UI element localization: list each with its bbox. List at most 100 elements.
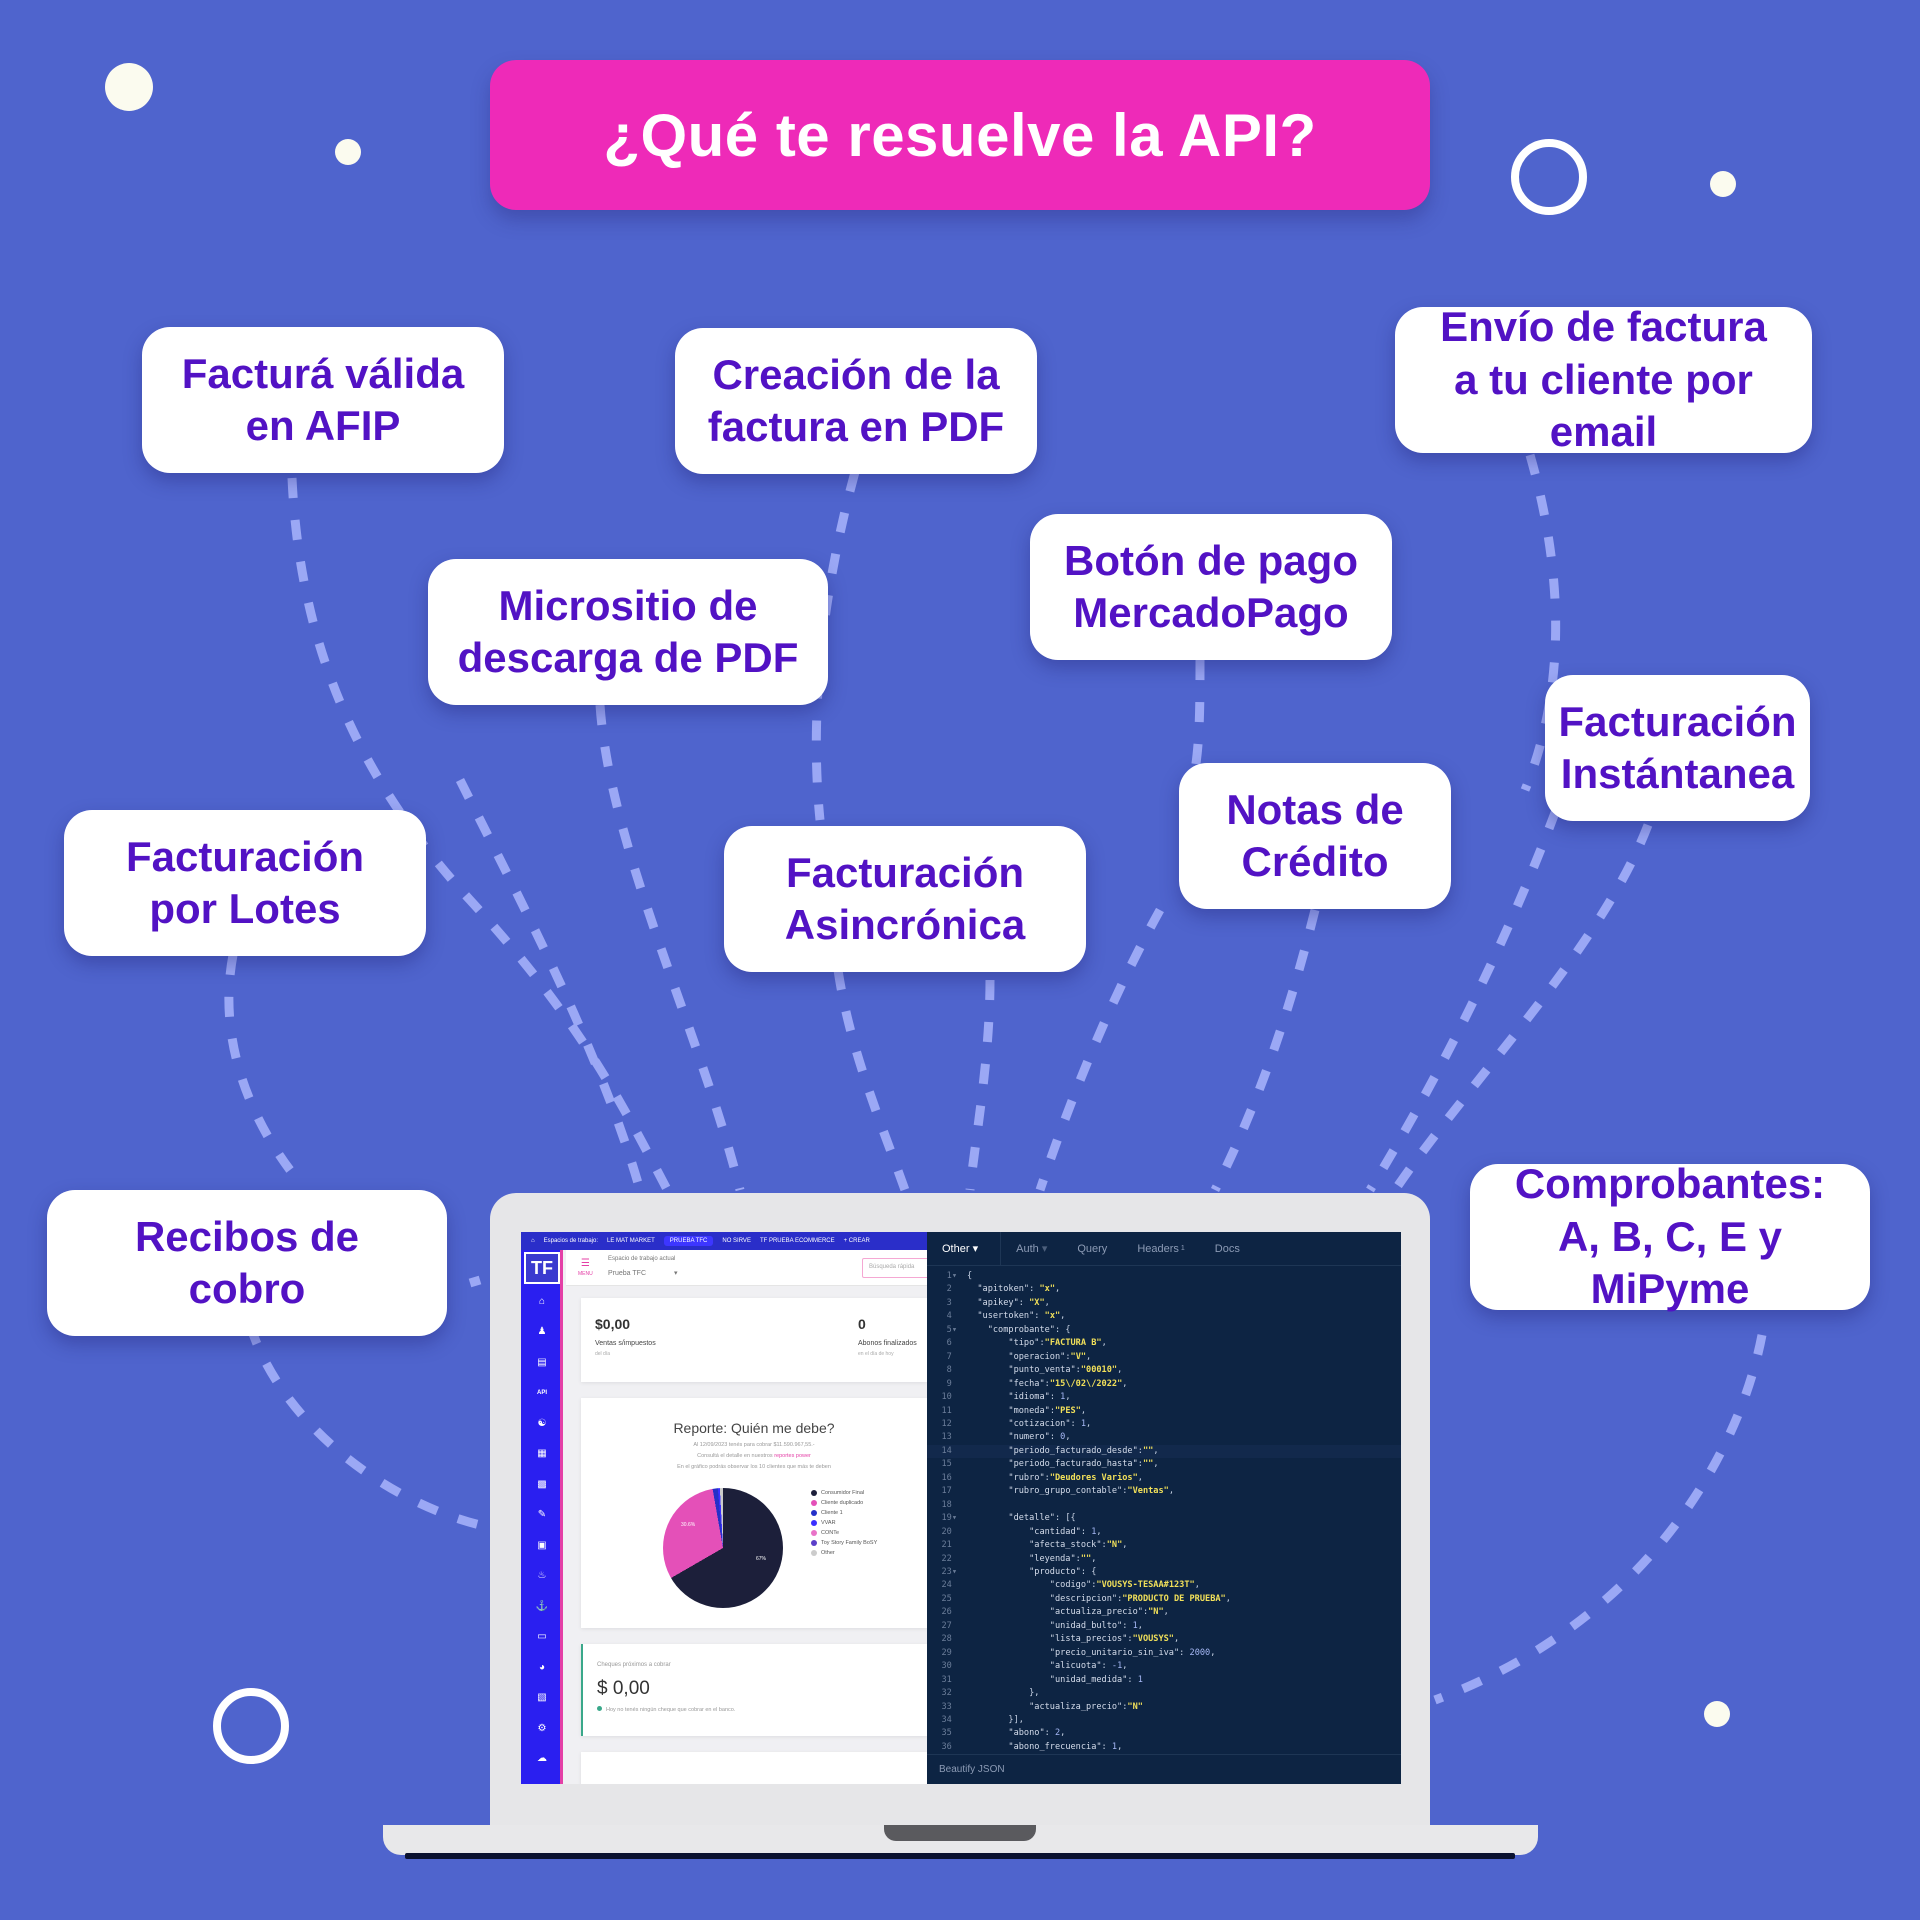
workspace-tab[interactable]: NO SIRVE (722, 1238, 751, 1244)
workspaces-label: Espacios de trabajo: (543, 1238, 598, 1244)
store-icon[interactable]: ▤ (537, 1356, 547, 1368)
stats-panel: $0,00 Ventas s/impuestos del día 0 Abono… (581, 1298, 927, 1382)
gear-icon[interactable]: ⚙ (537, 1722, 547, 1734)
code-line: 25 "descripcion":"PRODUCTO DE PRUEBA", (941, 1593, 1231, 1604)
headers-count-badge: 1 (1180, 1245, 1185, 1252)
code-line: 1▾{ (946, 1271, 973, 1281)
home-icon[interactable]: ⌂ (538, 1295, 546, 1307)
debt-report-panel: Reporte: Quién me debe? Al 12/09/2023 te… (581, 1398, 927, 1628)
feature-card-afip: Facturá válida en AFIP (142, 327, 504, 473)
card-icon[interactable]: ▭ (537, 1631, 547, 1643)
code-line: 15 "periodo_facturado_hasta":"", (941, 1459, 1159, 1470)
users-icon[interactable]: ☯ (537, 1417, 547, 1429)
legend-item[interactable]: CONTe (811, 1528, 877, 1538)
code-line: 36 "abono_frecuencia": 1, (941, 1741, 1123, 1752)
code-line: 34 }], (941, 1714, 1024, 1725)
laptop-notch (884, 1825, 1036, 1841)
cheques-label: Cheques próximos a cobrar (597, 1662, 671, 1668)
code-line: 5▾ "comprobante": { (946, 1324, 1071, 1335)
status-dot-icon (597, 1706, 602, 1711)
cheques-note: Hoy no tenés ningún cheque que cobrar en… (597, 1706, 735, 1713)
report-description: En el gráfico podrás observar los 10 cli… (677, 1464, 831, 1470)
code-line: 22 "leyenda":"", (941, 1553, 1097, 1564)
code-line: 20 "cantidad": 1, (941, 1526, 1102, 1537)
code-line: 26 "actualiza_precio":"N", (941, 1607, 1169, 1618)
legend-item[interactable]: Cliente 1 (811, 1508, 877, 1518)
code-line: 31 "unidad_medida": 1 (941, 1674, 1143, 1685)
legend-item[interactable]: Toy Story Family BoSY (811, 1538, 877, 1548)
code-line: 17 "rubro_grupo_contable":"Ventas", (941, 1486, 1175, 1497)
sidebar: TF ⌂ ♟ ▤ API ☯ ▦ ▩ ✎ ▣ ♨ ⚓ ▭ ◕ ▧ ⚙ ☁ (521, 1250, 563, 1784)
feature-card-mercadopago: Botón de pago MercadoPago (1030, 514, 1392, 660)
stat-subscriptions-value: 0 (858, 1316, 866, 1332)
workspace-tab[interactable]: TF PRUEBA ECOMMERCE (759, 1238, 835, 1244)
feature-card-email: Envío de factura a tu cliente por email (1395, 303, 1812, 455)
document-icon[interactable]: ▩ (537, 1478, 547, 1490)
code-line: 2 "apitoken": "x", (946, 1284, 1061, 1295)
laptop-shadow (405, 1853, 1515, 1859)
code-line: 12 "cotizacion": 1, (941, 1418, 1092, 1429)
code-line: 27 "unidad_bulto": 1, (941, 1620, 1143, 1631)
code-line: 23▾ "producto": { (941, 1566, 1097, 1577)
hamburger-icon: ☰ (580, 1258, 590, 1269)
home-icon[interactable]: ⌂ (531, 1238, 535, 1244)
feature-card-recibos: Recibos de cobro (47, 1190, 447, 1336)
legend-item[interactable]: Cliente duplicado (811, 1498, 877, 1508)
tab-query[interactable]: Query (1077, 1242, 1108, 1255)
code-line: 33 "actualiza_precio":"N" (941, 1701, 1143, 1712)
pie-icon[interactable]: ◕ (538, 1661, 546, 1673)
basket-icon[interactable]: ♨ (537, 1570, 547, 1582)
document-edit-icon[interactable]: ✎ (537, 1509, 547, 1521)
workspace-tab-active[interactable]: PRUEBA TFC (663, 1236, 714, 1246)
user-icon[interactable]: ♟ (537, 1326, 547, 1338)
report-title: Reporte: Quién me debe? (673, 1420, 835, 1436)
pie-label-second: 30.6% (681, 1522, 696, 1528)
chevron-down-icon: ▾ (674, 1270, 678, 1277)
legend-item[interactable]: Consumidor Final (811, 1488, 877, 1498)
dot-large (105, 63, 153, 111)
json-code-editor[interactable]: 1▾{ 2 "apitoken": "x", 3 "apikey": "X", 4 "… (927, 1270, 1401, 1754)
org-icon[interactable]: ▦ (537, 1448, 547, 1460)
report-link-line: Consultá el detalle en nuestros reportes… (697, 1453, 811, 1459)
code-line: 35 "abono": 2, (941, 1728, 1066, 1739)
file-icon[interactable]: ▧ (537, 1692, 547, 1704)
legend-item[interactable]: Other (811, 1548, 877, 1558)
logo[interactable]: TF (524, 1252, 560, 1284)
stat-sales-sub: del día (595, 1351, 611, 1357)
legend-item[interactable]: VVAR (811, 1518, 877, 1528)
tab-docs[interactable]: Docs (1214, 1242, 1240, 1255)
stat-sales-value: $0,00 (595, 1316, 631, 1332)
code-line: 6 "tipo":"FACTURA B", (946, 1338, 1107, 1349)
code-line: 9 "fecha":"15\/02\/2022", (946, 1378, 1128, 1389)
cloud-icon[interactable]: ☁ (537, 1753, 547, 1765)
feature-card-comprobantes: Comprobantes: A, B, C, E y MiPyme (1470, 1160, 1870, 1312)
stat-sales-label: Ventas s/impuestos (595, 1340, 656, 1347)
code-line: 28 "lista_precios":"VOUSYS", (941, 1634, 1180, 1645)
tab-auth[interactable]: Auth ▾ (1016, 1242, 1048, 1256)
cheques-value: $ 0,00 (597, 1678, 650, 1699)
feature-card-asincronica: Facturación Asincrónica (724, 826, 1086, 972)
workspace-select[interactable]: Prueba TFC▾ (608, 1270, 678, 1277)
code-line: 4 "usertoken": "x", (946, 1311, 1066, 1322)
code-line: 11 "moneda":"PES", (941, 1405, 1087, 1416)
bank-icon[interactable]: ⚓ (535, 1600, 549, 1612)
code-line: 8 "punto_venta":"00010", (946, 1365, 1123, 1376)
workspace-tab[interactable]: LE MAT MARKET (607, 1238, 655, 1244)
stat-subscriptions-sub: en el día de hoy (858, 1351, 894, 1357)
beautify-json-button[interactable]: Beautify JSON (927, 1754, 1401, 1784)
page-title: ¿Qué te resuelve la API? (490, 60, 1430, 210)
feature-card-pdf: Creación de la factura en PDF (675, 328, 1037, 474)
power-reports-link[interactable]: reportes power (774, 1453, 811, 1459)
feature-card-micrositio: Micrositio de descarga de PDF (428, 559, 828, 705)
create-workspace-button[interactable]: + CREAR (843, 1238, 870, 1244)
tab-body-type[interactable]: Other ▾ (927, 1232, 1002, 1266)
code-line: 3 "apikey": "X", (946, 1297, 1050, 1308)
calendar-icon[interactable]: ▣ (537, 1539, 547, 1551)
pie-label-main: 67% (756, 1556, 767, 1562)
dot-top-right (1710, 171, 1736, 197)
menu-button[interactable]: ☰ MENU (578, 1258, 593, 1277)
api-icon[interactable]: API (536, 1389, 547, 1396)
